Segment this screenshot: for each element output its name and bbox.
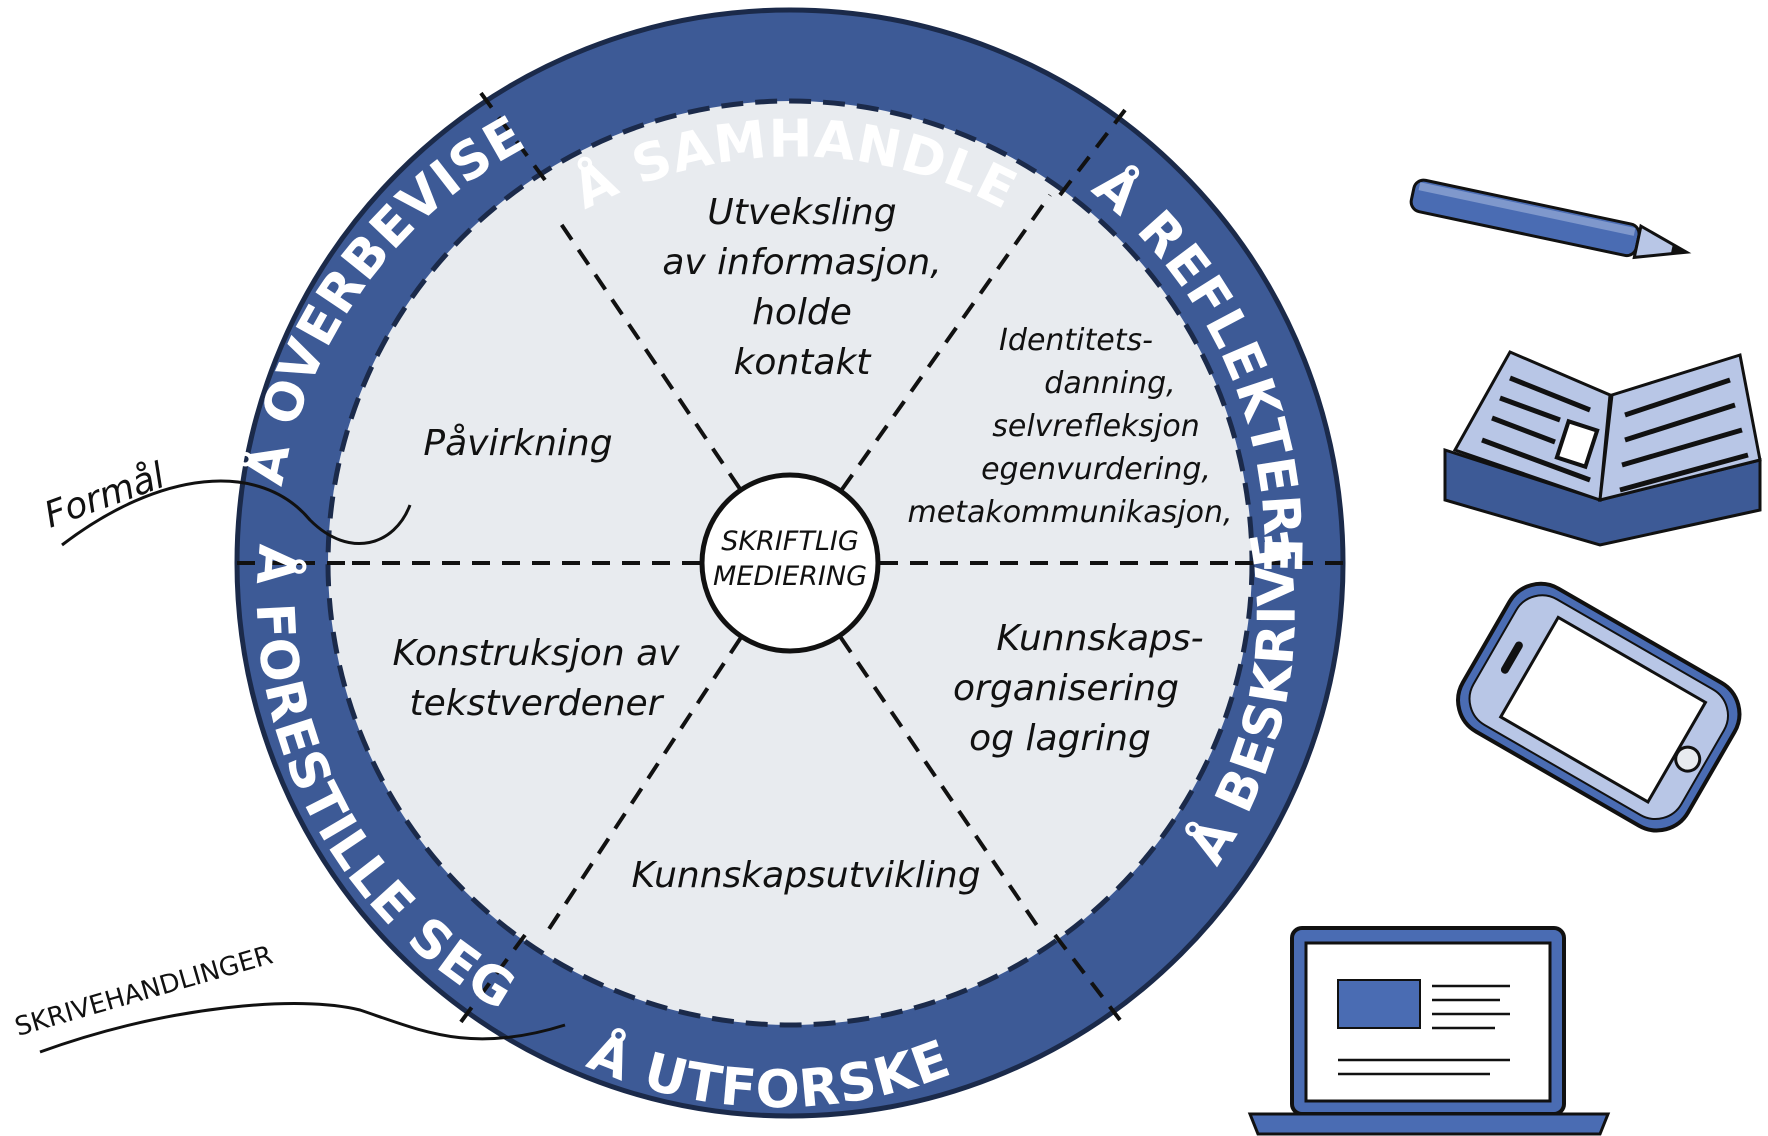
sector-bottom: Kunnskapsutvikling: [631, 855, 980, 896]
sector-upper-left: Påvirkning: [423, 423, 612, 464]
sector-lower-right-line: organisering: [953, 668, 1179, 709]
sector-top-line: av informasjon,: [662, 242, 941, 283]
annotation-acts-label: SKRIVEHANDLINGER: [12, 940, 277, 1042]
hub-label-line2: MEDIERING: [713, 561, 867, 592]
sector-lower-left: Konstruksjon av tekstverdener: [393, 633, 681, 724]
sector-upper-right-line: metakommunikasjon,: [908, 495, 1233, 530]
hub: SKRIFTLIG MEDIERING: [699, 472, 881, 654]
sector-upper-left-line: Påvirkning: [423, 423, 612, 464]
sector-upper-right-line: selvrefleksjon: [992, 409, 1200, 444]
open-book-icon: [1443, 350, 1762, 547]
sector-top-line: Utveksling: [707, 192, 896, 233]
sector-upper-right: Identitets- danning, selvrefleksjon egen…: [908, 323, 1233, 530]
ring-dividers: [235, 83, 1345, 1032]
sector-top-line: holde: [752, 292, 852, 333]
pencil-icon: [1409, 178, 1692, 260]
sector-bottom-line: Kunnskapsutvikling: [631, 855, 980, 896]
hub-label-line1: SKRIFTLIG: [721, 526, 859, 557]
sector-upper-right-line: danning,: [1044, 366, 1175, 401]
smartphone-icon: [1456, 581, 1742, 833]
sector-lower-right-line: Kunnskaps-: [996, 618, 1203, 659]
sector-upper-right-line: egenvurdering,: [981, 452, 1211, 487]
sector-upper-right-line: Identitets-: [999, 323, 1153, 358]
sector-lower-right: Kunnskaps- organisering og lagring: [953, 618, 1204, 759]
sector-lower-left-line: tekstverdener: [409, 683, 664, 724]
laptop-icon: [1247, 926, 1611, 1136]
sector-top: Utveksling av informasjon, holde kontakt: [662, 192, 941, 383]
sector-top-line: kontakt: [734, 342, 873, 383]
sector-lower-right-line: og lagring: [969, 718, 1151, 759]
sector-lower-left-line: Konstruksjon av: [393, 633, 681, 674]
